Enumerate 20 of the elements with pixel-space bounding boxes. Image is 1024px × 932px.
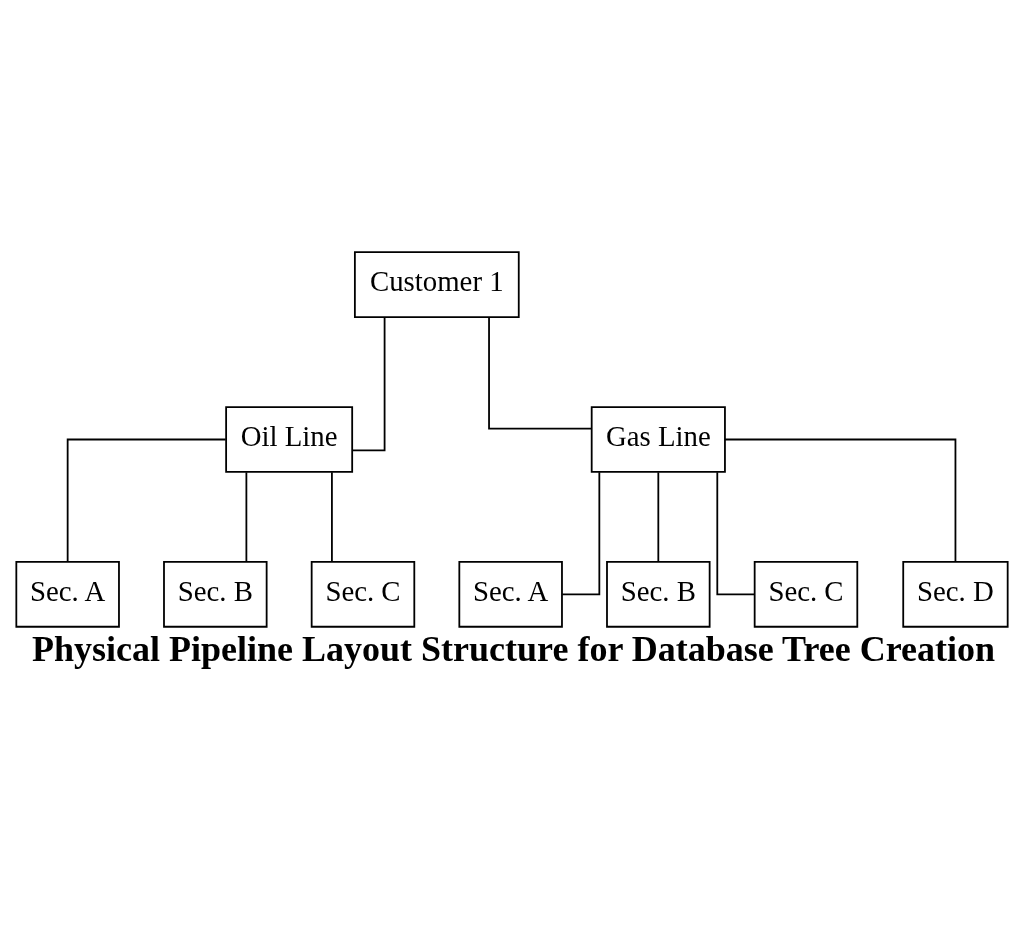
node-box: Customer 1	[354, 250, 520, 318]
caption: Physical Pipeline Layout Structure for Database Tree Creation	[32, 628, 996, 669]
node-box: Gas Line	[590, 405, 726, 473]
connector	[716, 470, 756, 595]
node-box: Sec. B	[163, 560, 268, 628]
node-box: Sec. A	[15, 560, 120, 628]
connector	[331, 470, 333, 562]
node-box: Sec. C	[310, 560, 416, 628]
connector	[488, 315, 593, 430]
node-box: Sec. B	[606, 560, 711, 628]
connector	[561, 470, 601, 595]
connector	[66, 438, 227, 562]
node-box: Sec. A	[458, 560, 563, 628]
node-box: Sec. D	[902, 560, 1009, 628]
node-box: Sec. C	[753, 560, 859, 628]
connector	[724, 438, 957, 562]
node-box: Oil Line	[225, 405, 354, 473]
connector	[245, 470, 248, 562]
connector	[351, 315, 386, 451]
connector	[657, 470, 660, 562]
